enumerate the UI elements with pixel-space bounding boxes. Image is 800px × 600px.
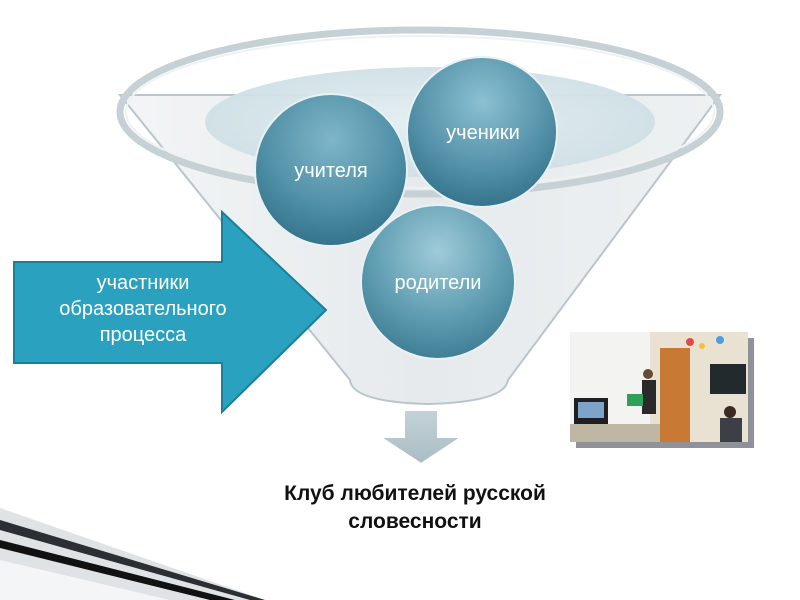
- stripe-black: [0, 540, 235, 600]
- down-arrow: [376, 409, 466, 466]
- decorative-stripes: [0, 508, 265, 600]
- classroom-photo-image: [570, 332, 748, 442]
- input-arrow-line-1: участники: [96, 272, 190, 294]
- circle-parents-shape: [360, 204, 516, 360]
- input-arrow-label: участники образовательного процесса: [28, 270, 258, 348]
- funnel-rim: [116, 26, 724, 198]
- result-line-1: Клуб любителей русской: [284, 482, 546, 505]
- input-arrow-shape: [13, 209, 328, 415]
- input-arrow-line-3: процесса: [99, 324, 187, 346]
- stripe-dark: [0, 520, 265, 600]
- result-label: Клуб любителей русской словесности: [250, 480, 580, 536]
- circle-parents-label: родители: [395, 272, 482, 294]
- circle-students: ученики: [406, 56, 558, 208]
- result-line-2: словесности: [348, 510, 482, 533]
- circle-parents: родители: [360, 204, 516, 360]
- circle-teachers: учителя: [254, 93, 408, 247]
- circle-teachers-label: учителя: [294, 160, 368, 182]
- stripe-white: [0, 560, 170, 600]
- circle-students-shape: [406, 56, 558, 208]
- funnel-rim-inner: [125, 35, 715, 189]
- circle-teachers-shape: [254, 93, 408, 247]
- circle-students-label: ученики: [446, 122, 520, 144]
- classroom-photo: [570, 332, 748, 442]
- input-arrow-line-2: образовательного: [59, 298, 227, 320]
